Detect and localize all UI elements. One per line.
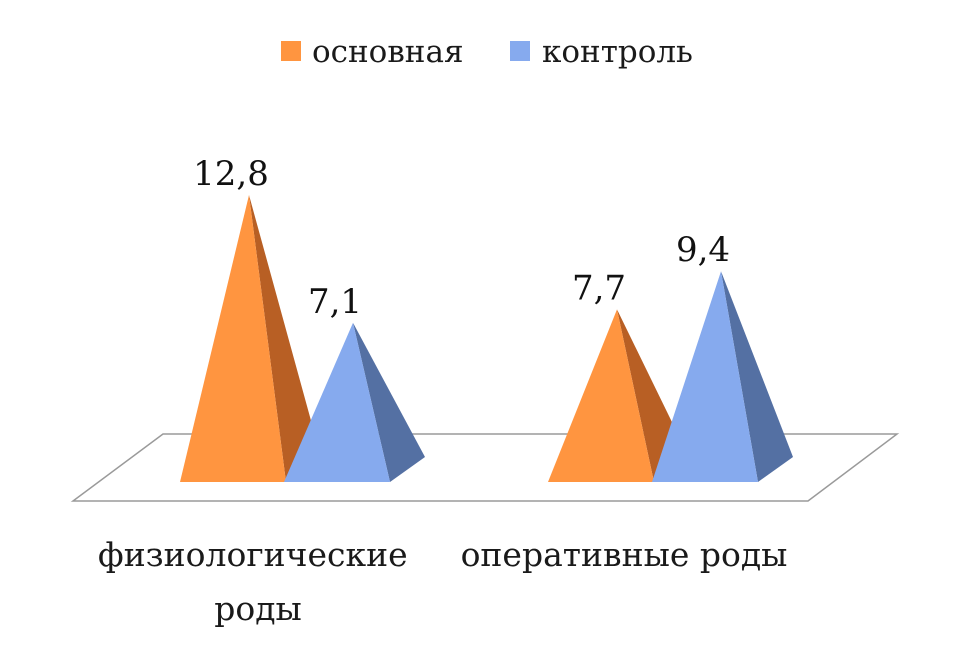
category-label-1-line-0: оперативные роды [461, 535, 788, 574]
legend: основная контроль [281, 34, 693, 70]
legend-label-series-1: контроль [542, 34, 693, 70]
pyramid-front-face [548, 309, 654, 482]
legend-swatch-series-0 [281, 41, 301, 61]
pyramid-front-face [284, 322, 390, 482]
data-label-series-0-cat-1: 7,7 [572, 268, 626, 308]
category-label-1: оперативные роды [461, 535, 788, 574]
legend-swatch-series-1 [510, 41, 530, 61]
data-label-series-1-cat-0: 7,1 [308, 282, 362, 322]
category-label-0: физиологические роды [98, 535, 418, 628]
pyramid-series-1-cat-1 [652, 271, 793, 482]
category-label-0-line-0: физиологические [98, 535, 408, 574]
pyramid-side-face [353, 322, 425, 482]
pyramid-side-face [721, 271, 793, 482]
pyramid-side-face [249, 195, 321, 482]
pyramid-group-1 [548, 271, 793, 482]
pyramid-front-face [652, 271, 758, 482]
data-label-series-1-cat-1: 9,4 [676, 230, 730, 270]
legend-item-series-0: основная [281, 34, 464, 70]
data-label-series-0-cat-0: 12,8 [193, 154, 269, 194]
pyramid-group-0 [180, 195, 425, 482]
pyramid-series-1-cat-0 [284, 322, 425, 482]
legend-label-series-0: основная [312, 34, 464, 70]
category-label-0-line-1: роды [214, 589, 302, 628]
pyramid-series-0-cat-0 [180, 195, 321, 482]
pyramid-front-face [180, 195, 286, 482]
legend-item-series-1: контроль [510, 34, 693, 70]
